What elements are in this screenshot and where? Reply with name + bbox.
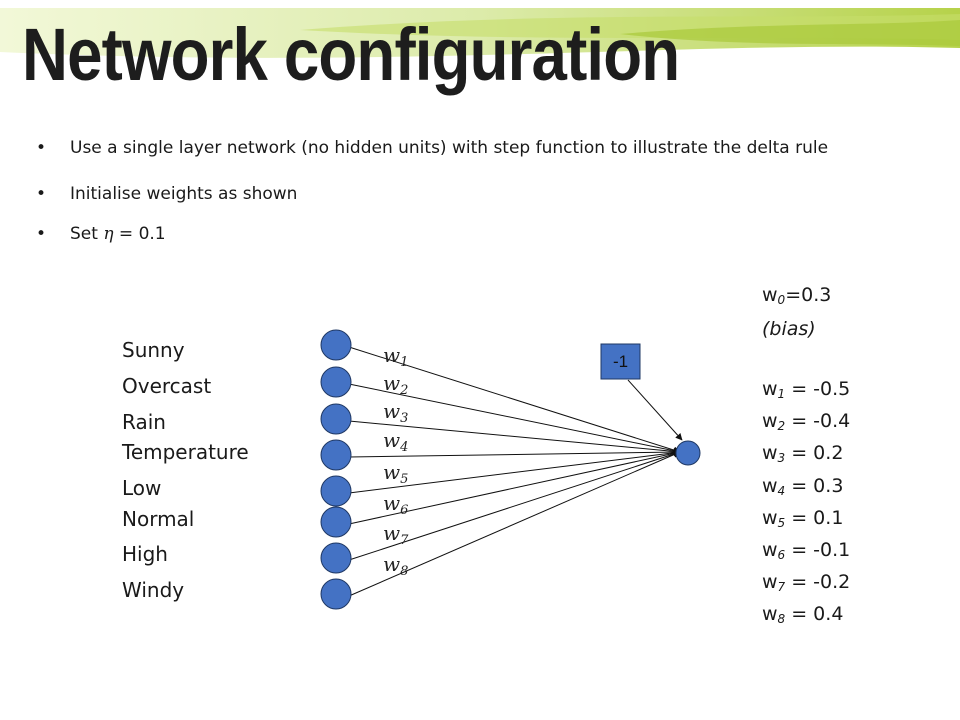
input-node-5	[320, 475, 352, 507]
input-node-8	[320, 578, 352, 610]
weight-sub: 7	[777, 580, 786, 594]
input-label-windy: Windy	[122, 578, 185, 602]
bias-connection	[627, 379, 683, 441]
weight-value-4: w4 = 0.3	[762, 475, 843, 498]
weight-base: w	[762, 378, 778, 400]
eta-symbol: η	[103, 224, 114, 244]
input-label-low: Low	[122, 476, 162, 500]
weight-base: w	[762, 475, 778, 497]
weight-label-4: w4	[383, 428, 408, 455]
input-label-sunny: Sunny	[122, 338, 185, 362]
connection-line-3	[348, 420, 681, 455]
bias-weight-base: w	[762, 284, 778, 306]
connection-line-1	[348, 346, 681, 454]
input-label-temperature: Temperature	[122, 440, 249, 464]
weight-base: w	[762, 571, 778, 593]
bias-weight: w0=0.3	[762, 284, 831, 307]
weight-label-2: w2	[383, 371, 408, 398]
connection-line-2	[348, 383, 681, 455]
bullet-list: Use a single layer network (no hidden un…	[36, 135, 866, 247]
connection-line-7	[348, 450, 681, 561]
weight-base: w	[762, 603, 778, 625]
bullet-3: Set η = 0.1	[36, 221, 866, 247]
weight-base: w	[762, 410, 778, 432]
input-node-2	[320, 366, 352, 398]
weight-number: = -0.2	[785, 571, 851, 593]
weight-sub: 5	[777, 516, 786, 530]
input-node-6	[320, 506, 352, 538]
weight-sub: 1	[777, 387, 786, 401]
bullet-3-suffix: = 0.1	[113, 224, 166, 244]
weight-sub: 8	[777, 612, 786, 626]
input-node-1	[320, 329, 352, 361]
weight-number: = 0.2	[785, 442, 844, 464]
bias-input-label: -1	[613, 352, 628, 371]
weight-number: = 0.1	[785, 507, 844, 529]
weight-value-2: w2 = -0.4	[762, 410, 850, 433]
weight-number: = 0.4	[785, 603, 844, 625]
weight-base: w	[762, 442, 778, 464]
weight-value-6: w6 = -0.1	[762, 539, 850, 562]
input-node-4	[320, 439, 352, 471]
output-node	[675, 440, 701, 466]
weight-value-3: w3 = 0.2	[762, 442, 843, 465]
bullet-2: Initialise weights as shown	[36, 181, 866, 207]
weight-value-5: w5 = 0.1	[762, 507, 843, 530]
connection-line-4	[348, 448, 681, 458]
connection-line-5	[348, 449, 681, 494]
connection-lines	[348, 346, 681, 597]
weight-value-8: w8 = 0.4	[762, 603, 843, 626]
page-title: Network configuration	[22, 13, 680, 96]
weight-number: = -0.4	[785, 410, 851, 432]
weight-number: = 0.3	[785, 475, 844, 497]
input-nodes	[320, 329, 352, 610]
weight-label-3: w3	[383, 399, 408, 426]
bullet-3-prefix: Set	[70, 224, 104, 244]
title-banner	[0, 8, 960, 58]
weight-number: = -0.5	[785, 378, 851, 400]
input-label-normal: Normal	[122, 507, 195, 531]
bias-note: (bias)	[762, 318, 816, 340]
weight-value-1: w1 = -0.5	[762, 378, 850, 401]
weight-label-8: w8	[383, 552, 408, 579]
weight-sub: 4	[777, 484, 786, 498]
input-node-3	[320, 403, 352, 435]
weight-sub: 6	[777, 548, 786, 562]
weight-label-5: w5	[383, 460, 408, 487]
weight-sub: 2	[777, 419, 786, 433]
weight-label-6: w6	[383, 491, 408, 518]
weight-value-7: w7 = -0.2	[762, 571, 850, 594]
weight-sub: 3	[777, 451, 786, 465]
bias-weight-value: =0.3	[785, 284, 832, 306]
bias-input-box	[600, 343, 641, 380]
input-label-rain: Rain	[122, 410, 166, 434]
connection-line-8	[348, 451, 681, 597]
input-node-7	[320, 542, 352, 574]
weight-number: = -0.1	[785, 539, 851, 561]
bias-weight-sub: 0	[777, 293, 786, 307]
input-label-high: High	[122, 542, 168, 566]
input-label-overcast: Overcast	[122, 374, 212, 398]
bullet-1: Use a single layer network (no hidden un…	[36, 135, 866, 161]
weight-label-1: w1	[383, 343, 408, 370]
weight-base: w	[762, 539, 778, 561]
weight-label-7: w7	[383, 521, 409, 548]
weight-base: w	[762, 507, 778, 529]
connection-line-6	[348, 449, 681, 525]
